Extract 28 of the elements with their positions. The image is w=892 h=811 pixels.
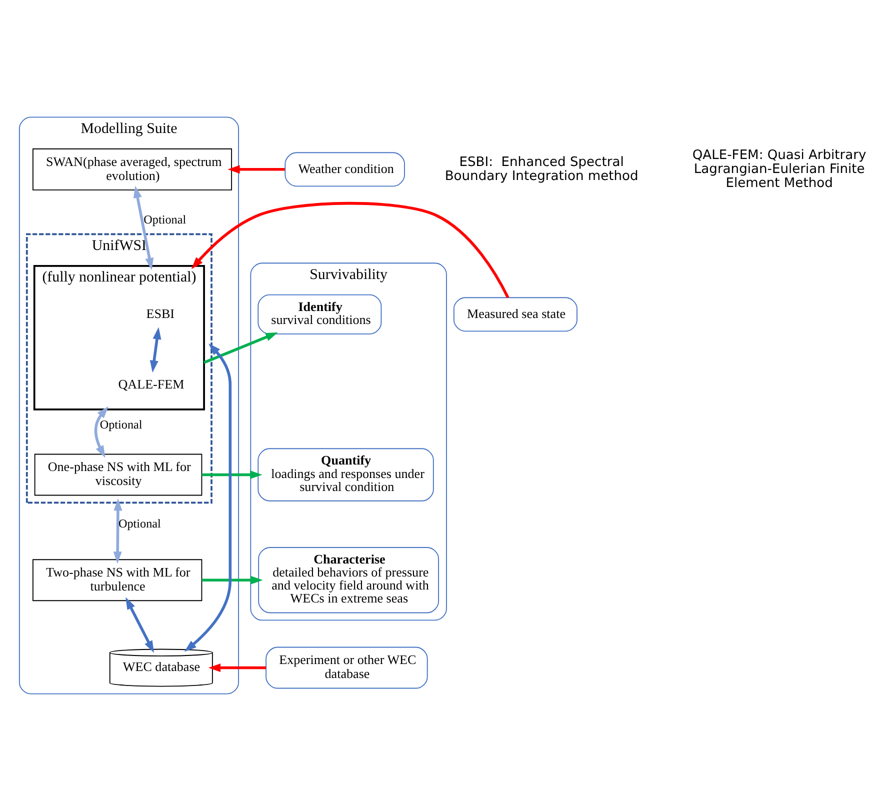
node-box: SWAN(phase averaged, spectrum evolution) [32,148,232,190]
node-box: Weather condition [284,152,405,187]
edge-label: Optional [118,516,161,530]
edge-label: Optional [144,212,186,226]
node-box: Quantify loadings and responses under survival condition [258,448,434,502]
arrow [150,327,162,373]
arrow [204,332,278,364]
arrow [191,202,510,298]
label: ESBI: Enhanced Spectral Boundary Integration method [444,154,638,184]
node-text: ESBI [146,306,175,321]
arrow [202,470,262,480]
arrow [202,576,263,584]
node-box: One-phase NS with ML for viscosity [34,454,202,496]
label: QALE-FEM: Quasi Arbitrary Lagrangian-Eulerian Finite Element Method [692,148,866,191]
node-box: Characterise detailed behaviors of pressure and velocity field around with WECs in extreme seas [258,547,439,614]
node-box: Measured sea state [453,297,578,332]
node-box: Experiment or other WEC database [266,646,428,689]
arrow [126,597,154,653]
node-text: QALE-FEM [118,376,184,392]
arrow [184,343,232,652]
arrow [133,186,154,270]
node-box: Two-phase NS with ML for turbulence [32,559,202,602]
arrow [113,498,122,564]
arrow [94,406,108,458]
arrow [228,165,285,174]
node-box: Identify survival conditions [258,294,382,334]
edge-label: Optional [100,418,142,432]
arrow [208,664,266,672]
